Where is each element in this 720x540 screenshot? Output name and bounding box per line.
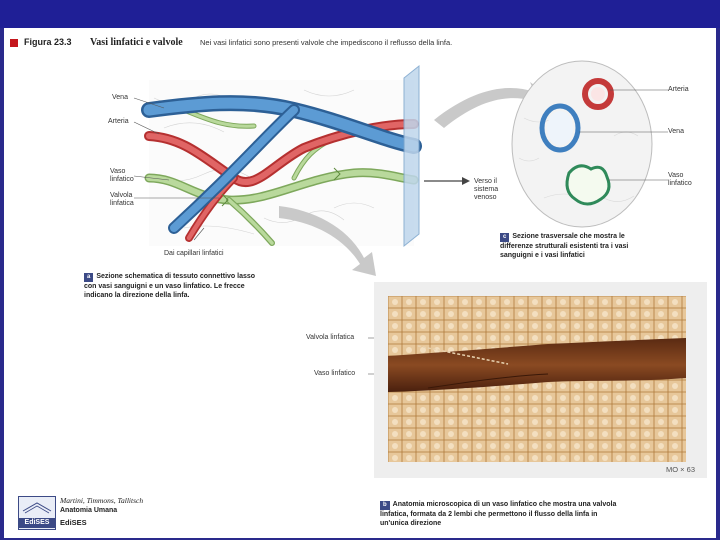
caption-line: sanguigni e i vasi linfatici bbox=[500, 252, 585, 259]
label-line: venoso bbox=[474, 194, 498, 202]
panel-c-key: c bbox=[500, 233, 509, 242]
label-line: Vaso bbox=[110, 168, 134, 176]
panel-a-key: a bbox=[84, 273, 93, 282]
panel-b-key: b bbox=[380, 501, 390, 510]
label-sistema-venoso: Verso il sistema venoso bbox=[474, 178, 498, 202]
label-valvola-b: Valvola linfatica bbox=[306, 334, 354, 342]
label-valvola-a: Valvola linfatica bbox=[110, 192, 134, 208]
label-line: Verso il bbox=[474, 178, 498, 186]
label-line: linfatico bbox=[668, 180, 692, 188]
label-line: Valvola bbox=[110, 192, 134, 200]
book-stack-icon bbox=[19, 497, 55, 515]
micrograph-image bbox=[388, 296, 686, 462]
label-vaso-linfatico-a: Vaso linfatico bbox=[110, 168, 134, 184]
lymph-flow-arrowhead-icon bbox=[462, 177, 470, 185]
label-line: linfatico bbox=[110, 176, 134, 184]
logo-text: EdiSES bbox=[19, 518, 55, 528]
caption-line: linfatica, formata da 2 lembi che permet… bbox=[380, 511, 597, 518]
label-vena-a: Vena bbox=[112, 94, 128, 102]
publisher-authors: Martini, Timmons, Tallitsch bbox=[60, 496, 143, 505]
label-vaso-linfatico-c: Vaso linfatico bbox=[668, 172, 692, 188]
publisher-book: Anatomia Umana bbox=[60, 507, 117, 514]
label-capillari: Dai capillari linfatici bbox=[164, 250, 224, 258]
publisher-logo: EdiSES bbox=[18, 496, 56, 530]
magnification-label: MO × 63 bbox=[666, 466, 695, 474]
caption-line: un'unica direzione bbox=[380, 520, 441, 527]
panel-c-cross-section bbox=[512, 61, 668, 227]
label-line: linfatica bbox=[110, 200, 134, 208]
publisher-name: EdiSES bbox=[60, 518, 87, 527]
panel-b-frame: MO × 63 bbox=[374, 282, 707, 478]
page: Figura 23.3 Vasi linfatici e valvole Nei… bbox=[4, 28, 716, 538]
caption-line: Anatomia microscopica di un vaso linfati… bbox=[393, 501, 617, 508]
section-plane bbox=[404, 66, 419, 246]
top-bar bbox=[0, 0, 720, 28]
caption-line: con vasi sanguigni e un vaso linfatico. … bbox=[84, 283, 245, 290]
caption-line: Sezione schematica di tessuto connettivo… bbox=[96, 273, 255, 280]
label-line: sistema bbox=[474, 186, 498, 194]
cross-lymphatic bbox=[567, 166, 609, 204]
publisher-block: EdiSES Martini, Timmons, Tallitsch Anato… bbox=[18, 494, 188, 534]
label-line: Vaso bbox=[668, 172, 692, 180]
caption-line: differenze strutturali esistenti tra i v… bbox=[500, 243, 628, 250]
label-vaso-b: Vaso linfatico bbox=[314, 370, 355, 378]
label-arteria-a: Arteria bbox=[108, 118, 129, 126]
caption-line: indicano la direzione della linfa. bbox=[84, 292, 189, 299]
label-arteria-c: Arteria bbox=[668, 86, 689, 94]
label-vena-c: Vena bbox=[668, 128, 684, 136]
caption-line: Sezione trasversale che mostra le bbox=[512, 233, 624, 240]
